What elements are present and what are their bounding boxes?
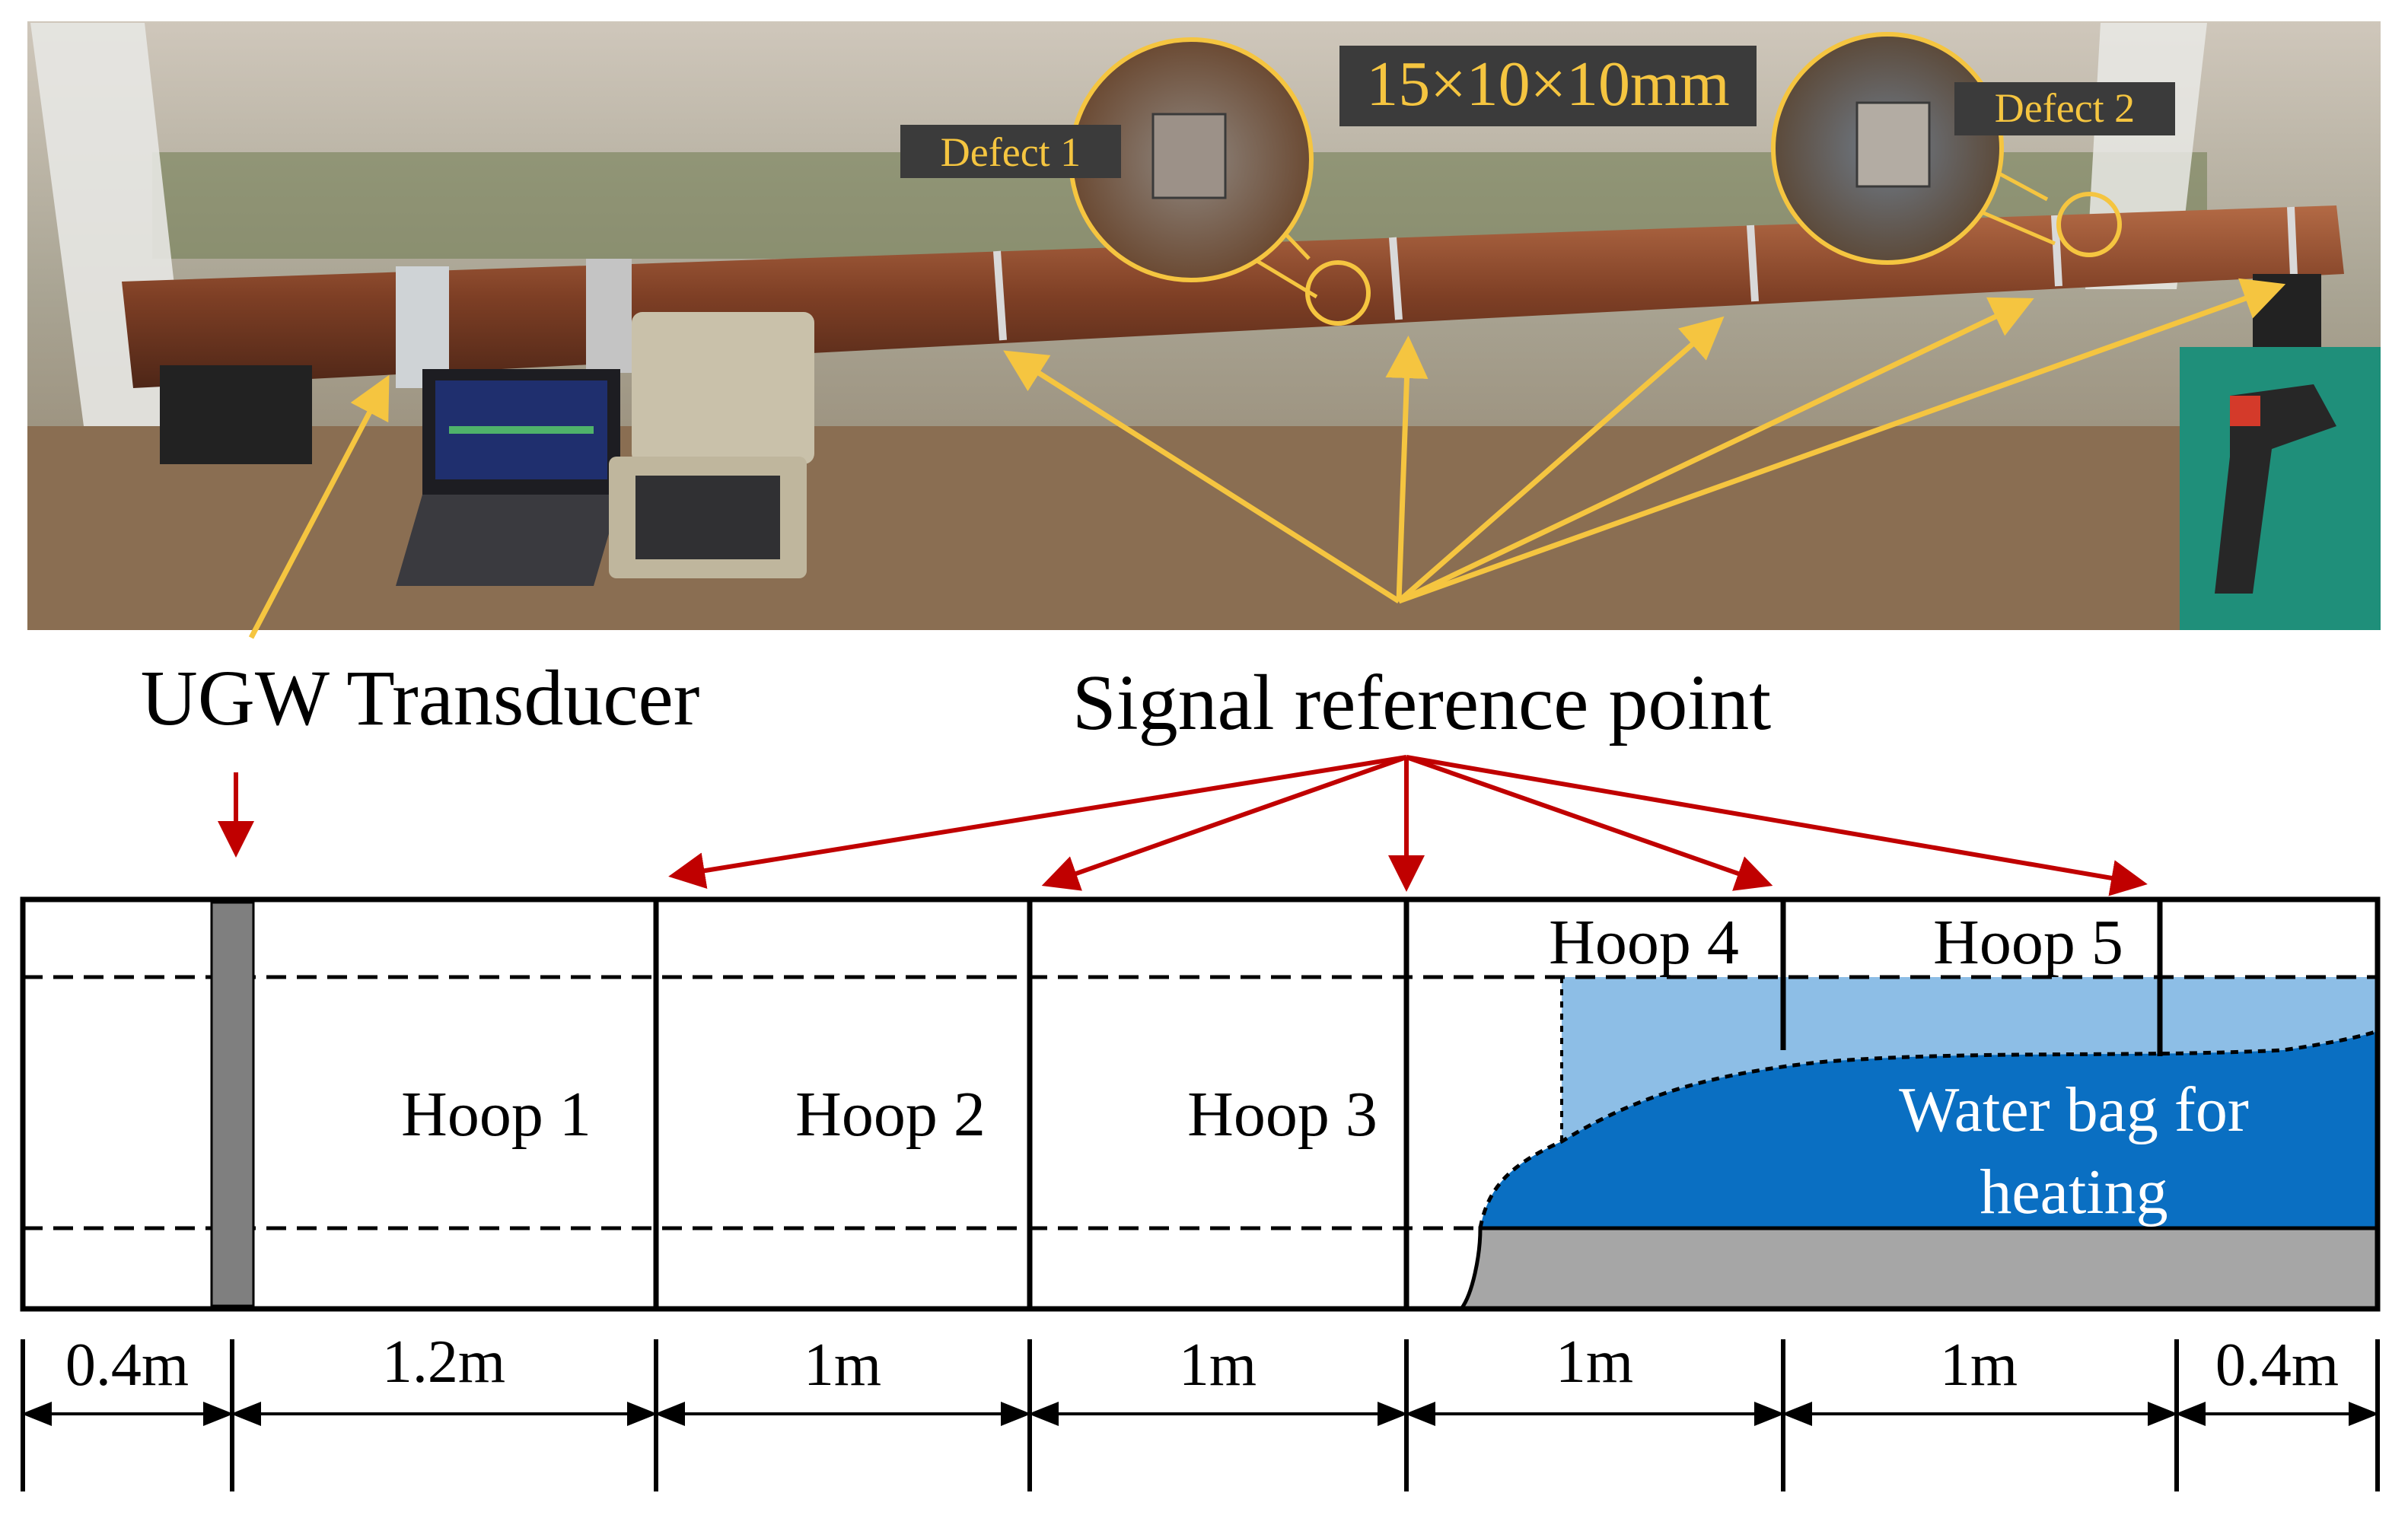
hoop-5-label: Hoop 5 xyxy=(1933,907,2123,978)
pipe-schematic: Hoop 1 Hoop 2 Hoop 3 Hoop 4 Hoop 5 Water… xyxy=(20,896,2381,1312)
dim-label-2: 1m xyxy=(804,1332,881,1399)
thermometer-inset xyxy=(2180,347,2381,630)
transducer-clamp xyxy=(396,266,449,388)
defect-2-callout xyxy=(1771,32,2122,265)
hoop-4-label: Hoop 4 xyxy=(1549,907,1739,978)
reference-red-arrows xyxy=(668,755,2148,896)
defect-1-block xyxy=(1151,113,1227,199)
defect-size-text: 15×10×10mm xyxy=(1366,49,1729,119)
dim-label-3: 1m xyxy=(1179,1332,1257,1399)
dim-label-0: 0.4m xyxy=(65,1332,189,1399)
defect-1-label: Defect 1 xyxy=(900,125,1121,178)
dim-label-4: 1m xyxy=(1556,1329,1633,1396)
defect-2-label: Defect 2 xyxy=(1954,82,2175,135)
defect-1-location-marker xyxy=(1305,260,1371,326)
dim-label-6: 0.4m xyxy=(2215,1332,2339,1399)
pipe-support-right xyxy=(2253,274,2321,358)
water-bag-label-line-1: Water bag for xyxy=(1899,1074,2249,1145)
hoop-3-label: Hoop 3 xyxy=(1187,1079,1378,1150)
defect-1-callout xyxy=(1069,37,1371,326)
ugw-transducer-band xyxy=(210,901,255,1307)
transducer-label: UGW Transducer xyxy=(141,654,700,742)
hoop-clamp xyxy=(586,259,632,373)
dim-label-5: 1m xyxy=(1940,1332,2018,1399)
water-bag-outline xyxy=(1478,1029,2378,1229)
pipe-support-left xyxy=(160,365,312,464)
defect-2-label-text: Defect 2 xyxy=(1995,85,2135,131)
instrument-case xyxy=(609,312,814,578)
ground-strip xyxy=(27,426,2381,630)
water-bag-lower xyxy=(1480,1031,2378,1228)
reference-label: Signal reference point xyxy=(1072,659,1771,746)
defect-size-label: 15×10×10mm xyxy=(1339,46,1757,126)
hoop-1-label: Hoop 1 xyxy=(401,1079,591,1150)
laptop xyxy=(396,369,620,586)
defect-2-location-marker xyxy=(2056,192,2122,257)
dim-label-bg-6 xyxy=(2192,1338,2362,1399)
transducer-arrow xyxy=(248,374,390,639)
photo-panel: Defect 1 Defect 2 15×10×10mm xyxy=(27,21,2381,639)
dim-label-bg-0 xyxy=(42,1338,212,1399)
defect-2-block xyxy=(1855,101,1931,188)
pipe-outline xyxy=(20,896,2381,1312)
reference-point-arrows xyxy=(1003,278,2286,604)
hoop-2-label: Hoop 2 xyxy=(795,1079,986,1150)
water-bag-label-line-2: heating xyxy=(1980,1157,2168,1227)
dim-label-1: 1.2m xyxy=(382,1329,505,1396)
heating-support xyxy=(1457,1226,2380,1311)
defect-1-label-text: Defect 1 xyxy=(941,129,1081,175)
